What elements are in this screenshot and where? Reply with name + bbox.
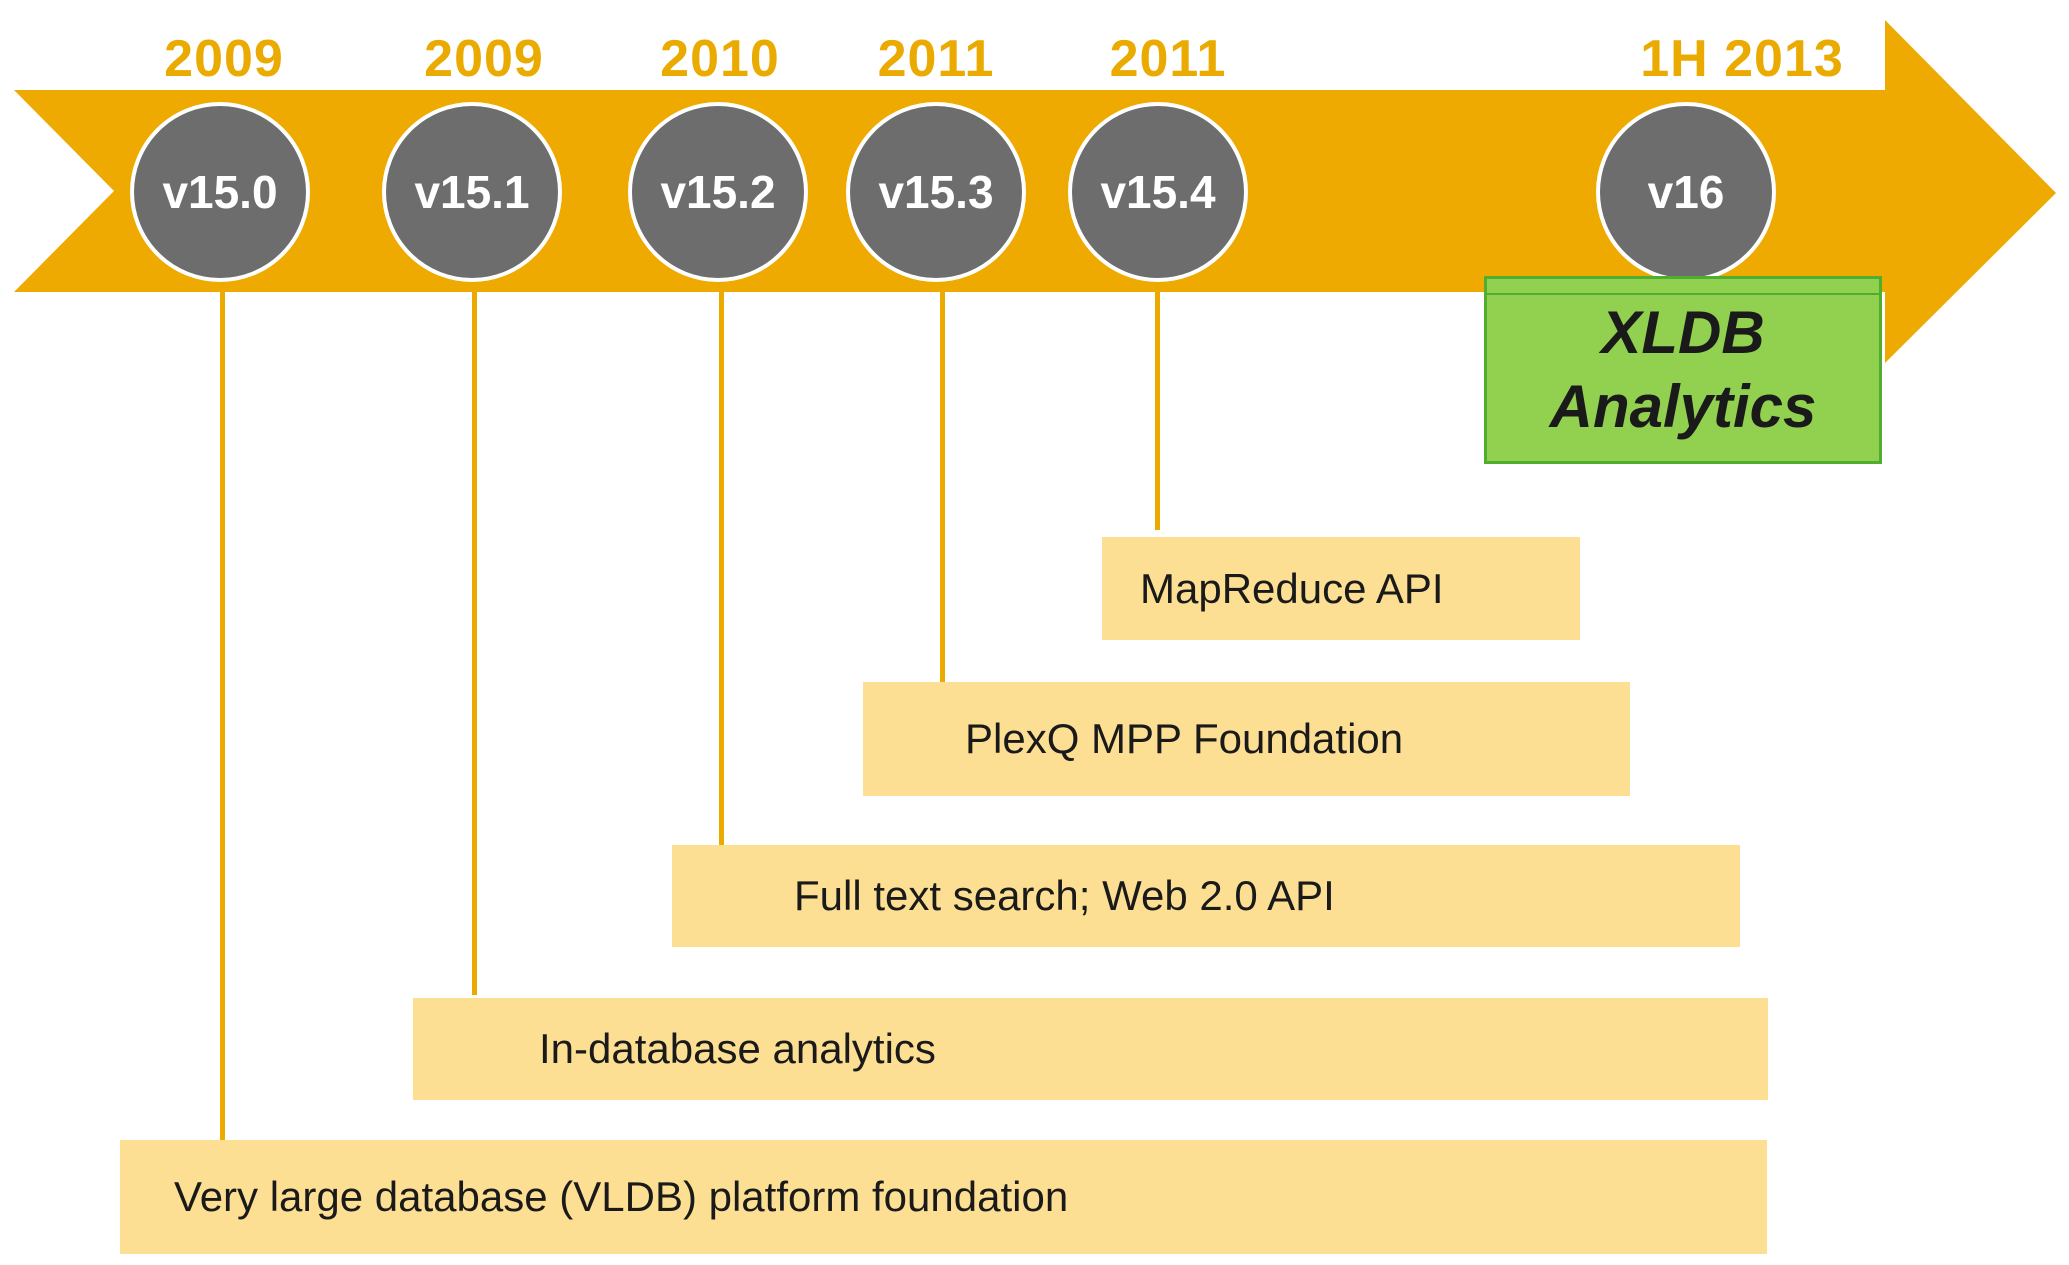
feature-label: PlexQ MPP Foundation bbox=[965, 715, 1404, 762]
xldb-box-divider bbox=[1487, 293, 1879, 295]
version-label: v15.0 bbox=[162, 166, 278, 218]
xldb-box-line-2: Analytics bbox=[1549, 373, 1817, 440]
feature-label: In-database analytics bbox=[539, 1025, 936, 1072]
year-label-v15-2: 2010 bbox=[660, 30, 780, 88]
version-label: v15.1 bbox=[414, 166, 530, 218]
version-circle-v15-1: v15.1 bbox=[382, 102, 562, 282]
version-circle-v15-0: v15.0 bbox=[130, 102, 310, 282]
feature-box-vldb: Very large database (VLDB) platform foun… bbox=[120, 1140, 1767, 1254]
feature-label: Full text search; Web 2.0 API bbox=[794, 872, 1335, 919]
feature-box-fulltext: Full text search; Web 2.0 API bbox=[672, 845, 1740, 947]
connector-v15-2 bbox=[719, 270, 724, 845]
year-label-v15-3: 2011 bbox=[877, 30, 995, 88]
year-label-v15-1: 2009 bbox=[424, 30, 544, 88]
version-circle-v16: v16 bbox=[1596, 102, 1776, 282]
version-label: v16 bbox=[1647, 166, 1725, 218]
version-label: v15.3 bbox=[878, 166, 994, 218]
version-label: v15.4 bbox=[1100, 166, 1216, 218]
connector-v15-1 bbox=[472, 270, 477, 995]
year-label-v15-4: 2011 bbox=[1109, 30, 1227, 88]
xldb-analytics-box: XLDB Analytics bbox=[1484, 276, 1882, 464]
connector-v15-4 bbox=[1155, 270, 1160, 530]
version-circle-v15-2: v15.2 bbox=[628, 102, 808, 282]
connector-v15-0 bbox=[220, 270, 225, 1140]
feature-box-mapreduce: MapReduce API bbox=[1102, 537, 1580, 640]
feature-label: MapReduce API bbox=[1140, 564, 1444, 612]
feature-label: Very large database (VLDB) platform foun… bbox=[174, 1173, 1069, 1220]
year-label-v15-0: 2009 bbox=[164, 30, 284, 88]
connector-v15-3 bbox=[940, 270, 945, 685]
feature-box-plexq: PlexQ MPP Foundation bbox=[863, 682, 1630, 796]
version-label: v15.2 bbox=[660, 166, 776, 218]
xldb-box-line-1: XLDB bbox=[1601, 299, 1765, 366]
feature-box-indatabase: In-database analytics bbox=[413, 998, 1768, 1100]
version-circle-v15-4: v15.4 bbox=[1068, 102, 1248, 282]
version-circle-v15-3: v15.3 bbox=[846, 102, 1026, 282]
year-label-v16: 1H 2013 bbox=[1640, 30, 1844, 88]
